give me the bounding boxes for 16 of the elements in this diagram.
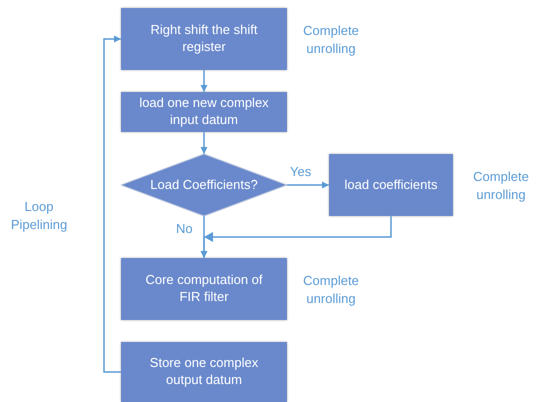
decision-diamond bbox=[121, 154, 287, 216]
step-text: load coefficients bbox=[344, 176, 438, 194]
process-box bbox=[121, 342, 287, 402]
annotation-text: Complete unrolling bbox=[302, 22, 360, 58]
process-box bbox=[121, 92, 287, 132]
step-text: Store one complex output datum bbox=[148, 355, 260, 389]
process-box bbox=[121, 8, 287, 70]
step-text: Core computation of FIR filter bbox=[144, 272, 264, 306]
step-text: load one new complex input datum bbox=[138, 95, 270, 129]
annotation-text: Complete unrolling bbox=[302, 272, 360, 308]
step-text: Right shift the shift register bbox=[150, 22, 258, 56]
process-box bbox=[121, 258, 287, 320]
annotation-text: Complete unrolling bbox=[472, 168, 530, 204]
annotation-text: Loop Pipelining bbox=[10, 198, 68, 234]
process-box bbox=[329, 154, 453, 216]
step-text: Load Coefficients? bbox=[149, 176, 259, 194]
